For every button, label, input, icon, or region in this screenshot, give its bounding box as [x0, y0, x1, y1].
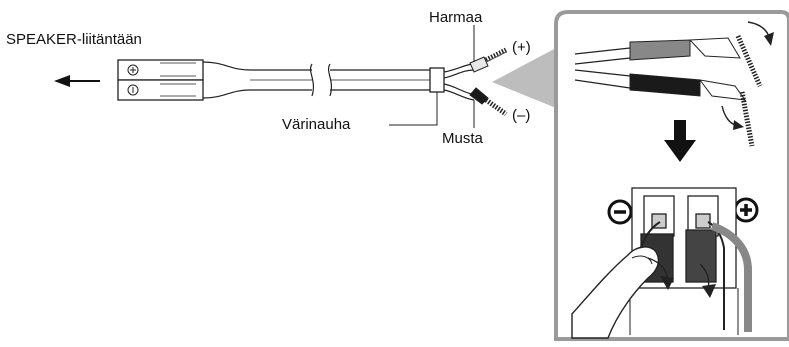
plus-polarity-label: (+): [512, 39, 531, 56]
twin-cable: [202, 61, 430, 99]
split-wires: [443, 63, 475, 101]
detail-wires: [574, 21, 774, 147]
plus-terminal-symbol: [733, 197, 759, 223]
down-arrow: [664, 120, 696, 162]
callout-wedge: [492, 48, 556, 108]
detail-panel: [554, 10, 789, 341]
black-wire-label: Musta: [442, 130, 483, 147]
direction-arrow: [54, 75, 100, 87]
colour-tape-label: Värinauha: [282, 116, 351, 133]
connector-label: SPEAKER-liitäntään: [6, 31, 142, 48]
colour-tape: [429, 67, 445, 93]
gray-wire-label: Harmaa: [429, 9, 483, 26]
gray-lead: [469, 47, 508, 73]
black-lead: [469, 87, 508, 117]
minus-polarity-label: (–): [512, 107, 531, 124]
speaker-plug: [117, 59, 204, 101]
leader-lines: [389, 25, 475, 128]
finger: [571, 246, 716, 339]
minus-terminal-symbol: [607, 199, 633, 225]
